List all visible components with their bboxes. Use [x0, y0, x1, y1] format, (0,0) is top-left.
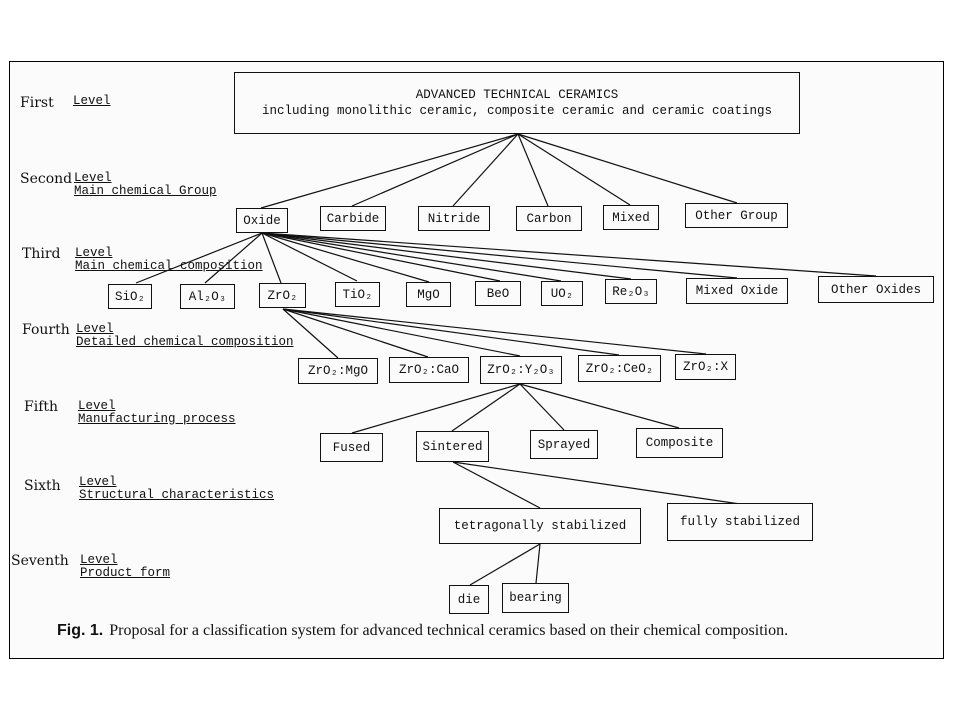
node-zro2: ZrO₂	[259, 283, 306, 308]
node-mixed-oxide: Mixed Oxide	[686, 278, 788, 304]
node-fused: Fused	[320, 433, 383, 462]
node-mixed: Mixed	[603, 205, 659, 230]
node-tetragonally-stabilized: tetragonally stabilized	[439, 508, 641, 544]
level-2-desc: Main chemical Group	[74, 184, 217, 198]
node-bearing: bearing	[502, 583, 569, 613]
node-oxide: Oxide	[236, 208, 288, 233]
level-6-label: Sixth Level Structural characteristics	[24, 476, 274, 502]
level-6-level: Level	[79, 475, 117, 489]
level-3-level: Level	[75, 246, 113, 260]
node-sprayed: Sprayed	[530, 430, 598, 459]
level-7-level: Level	[80, 553, 118, 567]
level-3-word: Third	[22, 246, 61, 262]
level-7-label: Seventh Level Product form	[11, 553, 170, 580]
node-composite: Composite	[636, 428, 723, 458]
level-1-label: First Level	[20, 95, 111, 112]
level-4-desc: Detailed chemical composition	[76, 335, 294, 349]
level-5-desc: Manufacturing process	[78, 412, 236, 426]
level-4-level: Level	[76, 322, 114, 336]
level-5-label: Fifth Level Manufacturing process	[24, 399, 236, 426]
figure-caption: Fig. 1. Proposal for a classification sys…	[57, 622, 788, 640]
node-zro2-mgo: ZrO₂:MgO	[298, 358, 378, 384]
node-sio2: SiO₂	[108, 284, 152, 309]
node-die: die	[449, 585, 489, 614]
node-other-oxides: Other Oxides	[818, 276, 934, 303]
node-nitride: Nitride	[418, 206, 490, 231]
node-zro2-cao: ZrO₂:CaO	[389, 357, 469, 383]
node-tio2: TiO₂	[335, 282, 380, 307]
root-subtitle: including monolithic ceramic, composite …	[261, 104, 773, 118]
node-uo2: UO₂	[541, 281, 583, 306]
node-al2o3: Al₂O₃	[180, 284, 235, 309]
level-6-desc: Structural characteristics	[79, 488, 275, 502]
node-carbide: Carbide	[320, 206, 386, 231]
node-beo: BeO	[475, 281, 521, 306]
level-6-word: Sixth	[24, 478, 61, 494]
level-1-word: First	[20, 95, 54, 111]
node-re2o3: Re₂O₃	[605, 279, 657, 304]
level-7-desc: Product form	[80, 566, 171, 580]
level-4-word: Fourth	[22, 322, 70, 338]
level-5-level: Level	[78, 399, 116, 413]
level-7-word: Seventh	[11, 553, 69, 569]
level-2-level: Level	[74, 171, 112, 185]
level-2-label: Second Level Main chemical Group	[20, 171, 217, 198]
root-title: ADVANCED TECHNICAL CERAMICS	[415, 88, 619, 102]
level-3-desc: Main chemical composition	[75, 259, 263, 273]
level-1-level: Level	[73, 94, 111, 108]
node-fully-stabilized: fully stabilized	[667, 503, 813, 541]
node-mgo: MgO	[406, 282, 451, 307]
level-5-word: Fifth	[24, 399, 59, 415]
node-zro2-ceo2: ZrO₂:CeO₂	[578, 355, 661, 382]
level-4-label: Fourth Level Detailed chemical compositi…	[22, 322, 294, 349]
caption-label: Fig. 1.	[57, 622, 104, 639]
level-2-word: Second	[20, 171, 73, 187]
node-zro2-y2o3: ZrO₂:Y₂O₃	[480, 356, 562, 384]
node-sintered: Sintered	[416, 431, 489, 462]
node-carbon: Carbon	[516, 206, 582, 231]
figure-frame	[9, 61, 944, 659]
caption-text: Proposal for a classification system for…	[109, 622, 789, 639]
node-other-group: Other Group	[685, 203, 788, 228]
level-3-label: Third Level Main chemical composition	[22, 246, 263, 273]
root-node: ADVANCED TECHNICAL CERAMICS including mo…	[234, 72, 800, 134]
node-zro2-x: ZrO₂:X	[675, 354, 736, 380]
